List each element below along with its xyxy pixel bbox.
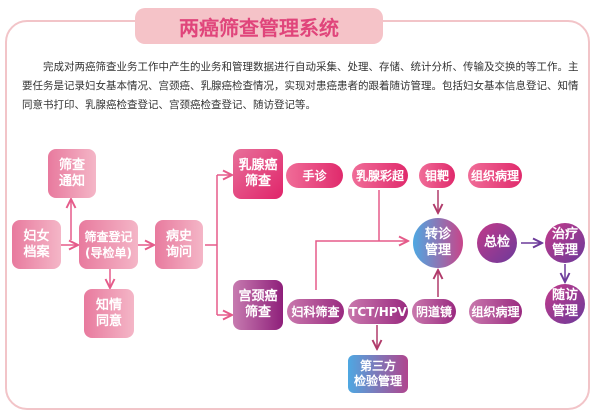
label: 询问 — [165, 244, 192, 260]
page-title: 两癌筛查管理系统 — [135, 8, 383, 44]
node-general-check: 总检 — [477, 223, 517, 263]
node-cervical-pathology: 组织病理 — [469, 299, 522, 324]
label: 档案 — [23, 244, 50, 260]
label: 随访 — [551, 288, 578, 303]
node-notify: 筛查通知 — [48, 149, 96, 198]
label: 同意 — [95, 313, 122, 329]
node-tct-hpv: TCT/HPV — [348, 299, 408, 324]
node-breast-ultrasound: 乳腺彩超 — [352, 163, 408, 188]
label: 筛查 — [58, 157, 85, 173]
node-history: 病史询问 — [155, 220, 203, 269]
node-archive: 妇女档案 — [12, 220, 61, 269]
node-breast-pathology: 组织病理 — [468, 163, 522, 188]
label: 第三方 — [359, 359, 396, 373]
label: 筛查 — [244, 174, 271, 189]
node-gyn-screening: 妇科筛查 — [287, 299, 344, 324]
label: 管理 — [551, 304, 578, 319]
node-mammography: 钼靶 — [419, 163, 455, 188]
label: 管理 — [424, 243, 451, 258]
label: 通知 — [58, 173, 85, 189]
label: 检验管理 — [353, 374, 402, 388]
label: 筛查登记 — [84, 229, 133, 244]
node-breast-screening: 乳腺癌筛查 — [233, 149, 283, 199]
label: (导检单) — [85, 245, 132, 260]
node-register: 筛查登记(导检单) — [79, 220, 138, 269]
node-followup: 随访管理 — [545, 284, 585, 324]
label: 宫颈癌 — [238, 289, 278, 304]
description: 完成对两癌筛查业务工作中产生的业务和管理数据进行自动采集、处理、存储、统计分析、… — [22, 58, 582, 115]
label: 妇女 — [23, 228, 50, 244]
node-cervical-screening: 宫颈癌筛查 — [233, 280, 283, 330]
node-colposcopy: 阴道镜 — [412, 299, 456, 324]
label: 转诊 — [424, 227, 451, 242]
label: 筛查 — [244, 305, 271, 320]
node-treatment: 治疗管理 — [545, 223, 585, 263]
label: 治疗 — [551, 227, 578, 242]
branch-line — [205, 175, 218, 315]
line-items-to-referral — [315, 190, 408, 290]
label: 管理 — [551, 243, 578, 258]
node-referral: 转诊管理 — [413, 218, 463, 268]
label: 病史 — [165, 228, 192, 244]
node-third-party-lab: 第三方检验管理 — [348, 355, 408, 393]
label: 知情 — [95, 297, 122, 313]
description-text: 完成对两癌筛查业务工作中产生的业务和管理数据进行自动采集、处理、存储、统计分析、… — [22, 61, 579, 111]
label: 乳腺癌 — [238, 158, 278, 173]
node-palpation: 手诊 — [286, 163, 343, 188]
node-consent: 知情同意 — [84, 289, 134, 338]
